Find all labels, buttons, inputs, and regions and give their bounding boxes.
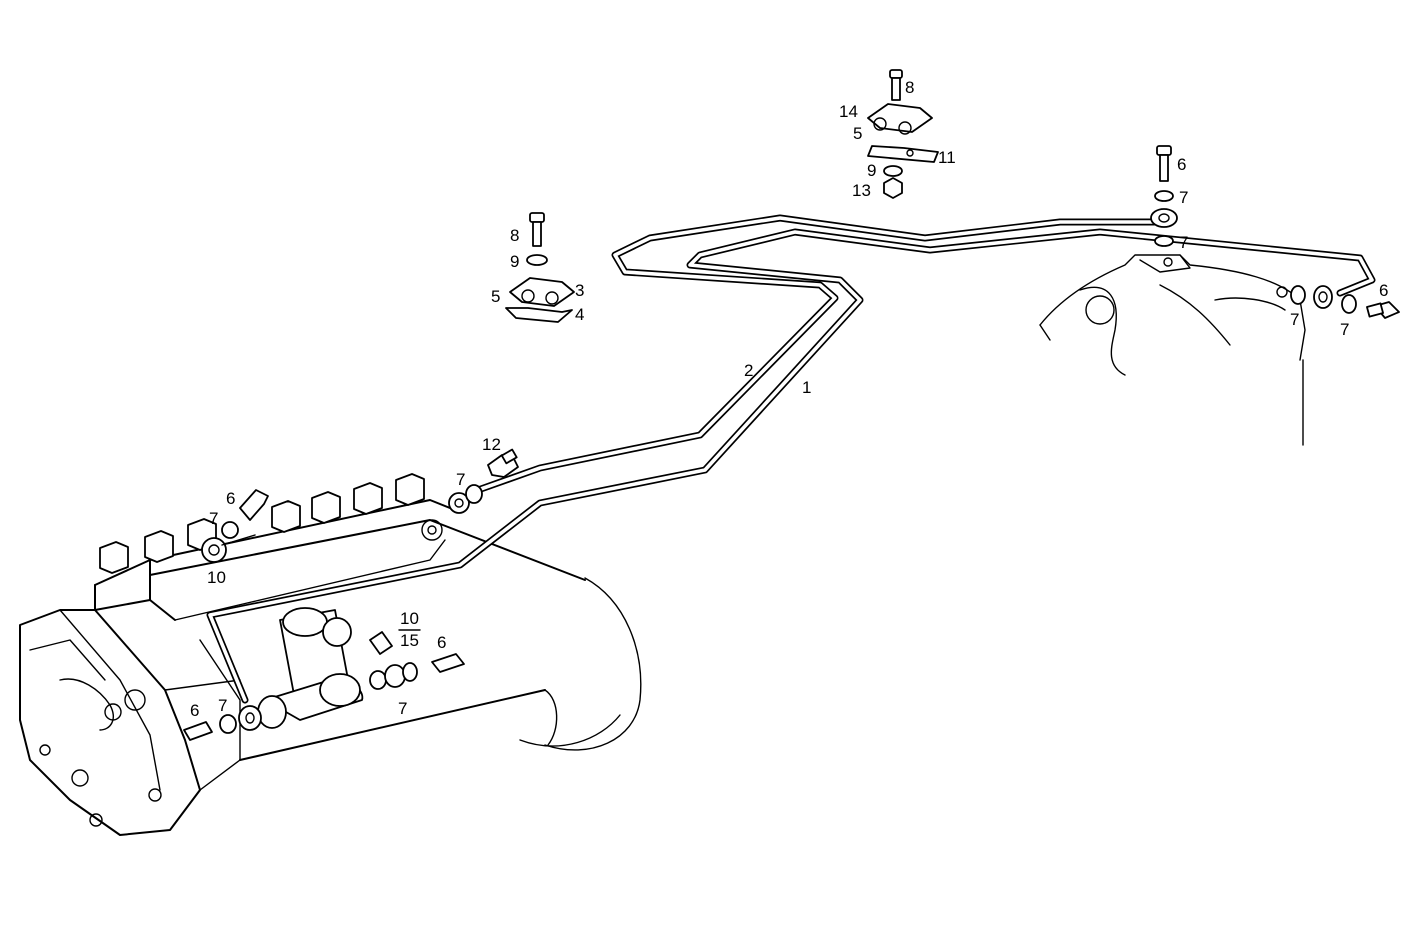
callout-9-left: 9 bbox=[510, 252, 519, 271]
callout-6-pump-top: 6 bbox=[226, 489, 235, 508]
callout-fraction-15: 15 bbox=[400, 631, 419, 650]
callout-3: 3 bbox=[575, 281, 584, 300]
callout-7-right-d: 7 bbox=[1340, 320, 1349, 339]
mid-clamp-stack bbox=[505, 212, 575, 323]
callout-6-pump-front: 6 bbox=[190, 701, 199, 720]
callout-fraction-10: 10 bbox=[400, 609, 419, 628]
callout-11: 11 bbox=[938, 148, 956, 167]
callout-7-pump-top: 7 bbox=[209, 509, 218, 528]
pump-fittings bbox=[183, 448, 519, 741]
callout-6-right-top: 6 bbox=[1177, 155, 1186, 174]
pipe-1 bbox=[206, 228, 1376, 704]
top-clamp-stack bbox=[867, 69, 939, 199]
callout-7-right-c: 7 bbox=[1290, 310, 1299, 329]
callout-14: 14 bbox=[839, 102, 858, 121]
filter-housing bbox=[1039, 254, 1306, 446]
callout-8-left: 8 bbox=[510, 226, 519, 245]
pipe-2 bbox=[474, 214, 1159, 494]
delivery-valve-row bbox=[99, 473, 425, 574]
right-fittings bbox=[1150, 145, 1400, 319]
callout-13: 13 bbox=[852, 181, 871, 200]
callout-5-top: 5 bbox=[853, 124, 862, 143]
callout-2: 2 bbox=[744, 361, 753, 380]
callout-9-top: 9 bbox=[867, 161, 876, 180]
callout-10-pump: 10 bbox=[207, 568, 226, 587]
callout-6-pump-mid: 6 bbox=[437, 633, 446, 652]
callout-7-right-b: 7 bbox=[1179, 233, 1188, 252]
injection-pump bbox=[19, 473, 642, 836]
callout-6-right: 6 bbox=[1379, 281, 1388, 300]
callout-7-right-a: 7 bbox=[1179, 188, 1188, 207]
callout-7-pump-mid: 7 bbox=[398, 699, 407, 718]
callout-1: 1 bbox=[802, 378, 811, 397]
callout-5-left: 5 bbox=[491, 287, 500, 306]
callout-7-pump-front: 7 bbox=[218, 696, 227, 715]
callout-7-pump-rear: 7 bbox=[456, 470, 465, 489]
callout-4: 4 bbox=[575, 305, 584, 324]
callout-8-top: 8 bbox=[905, 78, 914, 97]
callouts: 8 14 5 11 9 13 6 7 7 6 7 7 8 9 5 3 4 2 1… bbox=[190, 78, 1388, 720]
callout-12: 12 bbox=[482, 435, 501, 454]
